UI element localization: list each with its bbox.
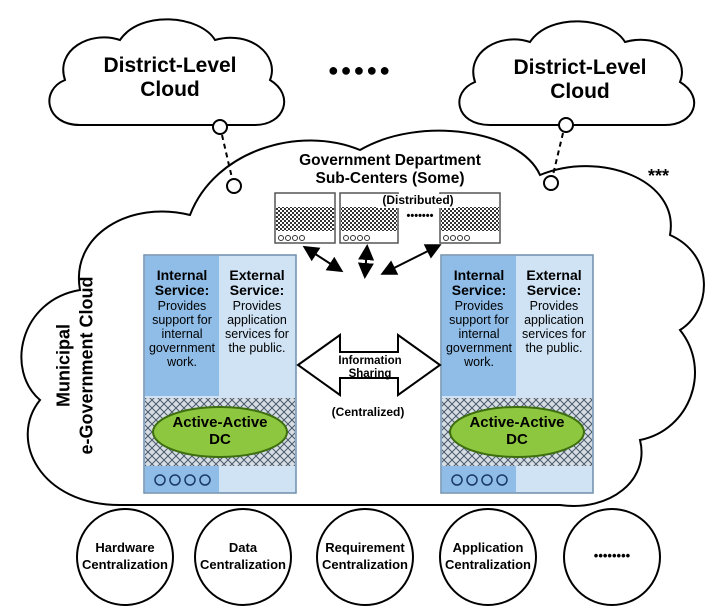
circle-more-line1: •••••••• xyxy=(593,548,631,563)
circle-hardware-line2: Centralization xyxy=(82,556,168,572)
subcenters-title: Government Department Sub-Centers (Some) xyxy=(270,152,510,188)
circle-requirement-line2: Centralization xyxy=(322,556,408,572)
subcenters-dots: ••••••• xyxy=(406,210,434,222)
left-external-desc: Provides application services for the pu… xyxy=(225,298,289,355)
circle-hardware: Hardware Centralization xyxy=(80,540,170,574)
sharing-note: (Centralized) xyxy=(331,405,405,419)
district-cloud-right-label: District-Level Cloud xyxy=(513,56,647,104)
subcenters-note: (Distributed) xyxy=(378,193,458,208)
subcenter-server-2 xyxy=(339,192,399,244)
left-external-title: External Service: xyxy=(229,267,285,299)
right-external-title: External Service: xyxy=(526,267,582,299)
district-cloud-right-shape xyxy=(458,20,696,126)
right-dc-label: Active-Active DC xyxy=(469,414,565,449)
right-external-desc: Provides application services for the pu… xyxy=(522,298,586,355)
subcenters-title-line2: Sub-Centers (Some) xyxy=(315,169,465,187)
municipal-cloud-label: Municipal e-Government Cloud xyxy=(53,266,98,466)
datacenter-right-panel xyxy=(440,254,594,494)
circle-data-line2: Centralization xyxy=(200,556,286,572)
right-external-service: External Service: Provides application s… xyxy=(516,267,592,355)
right-internal-service: Internal Service: Provides support for i… xyxy=(442,267,516,369)
datacenter-left-panel xyxy=(143,254,297,494)
circle-data-line1: Data xyxy=(228,540,258,555)
district-cloud-left-label: District-Level Cloud xyxy=(103,54,237,102)
circle-application: Application Centralization xyxy=(443,540,533,574)
subcenters-title-line1: Government Department xyxy=(299,152,481,169)
information-sharing-arrow xyxy=(296,333,442,397)
left-external-service: External Service: Provides application s… xyxy=(219,267,295,355)
cloud-separator: ●●●●● xyxy=(327,60,393,80)
right-internal-title: Internal Service: xyxy=(451,267,507,299)
stars-marker: *** xyxy=(648,166,670,186)
left-dc-label: Active-Active DC xyxy=(172,414,268,449)
circle-more: •••••••• xyxy=(567,548,657,565)
right-internal-desc: Provides support for internal government… xyxy=(445,298,512,369)
sharing-line1: Information xyxy=(338,355,402,367)
circle-requirement-line1: Requirement xyxy=(325,540,405,555)
circle-application-line2: Centralization xyxy=(445,556,531,572)
left-internal-service: Internal Service: Provides support for i… xyxy=(145,267,219,369)
district-cloud-left-shape xyxy=(48,18,286,126)
circle-application-line1: Application xyxy=(452,540,524,555)
municipal-line1: Municipal xyxy=(53,324,74,408)
circle-data: Data Centralization xyxy=(198,540,288,574)
sharing-label: Information Sharing xyxy=(322,355,418,381)
circle-hardware-line1: Hardware xyxy=(95,540,155,555)
municipal-line2: e-Government Cloud xyxy=(76,276,96,455)
left-internal-desc: Provides support for internal government… xyxy=(148,298,215,369)
subcenter-server-1 xyxy=(274,192,336,244)
sharing-line2: Sharing xyxy=(348,368,392,381)
left-internal-title: Internal Service: xyxy=(154,267,210,299)
circle-requirement: Requirement Centralization xyxy=(318,540,412,574)
